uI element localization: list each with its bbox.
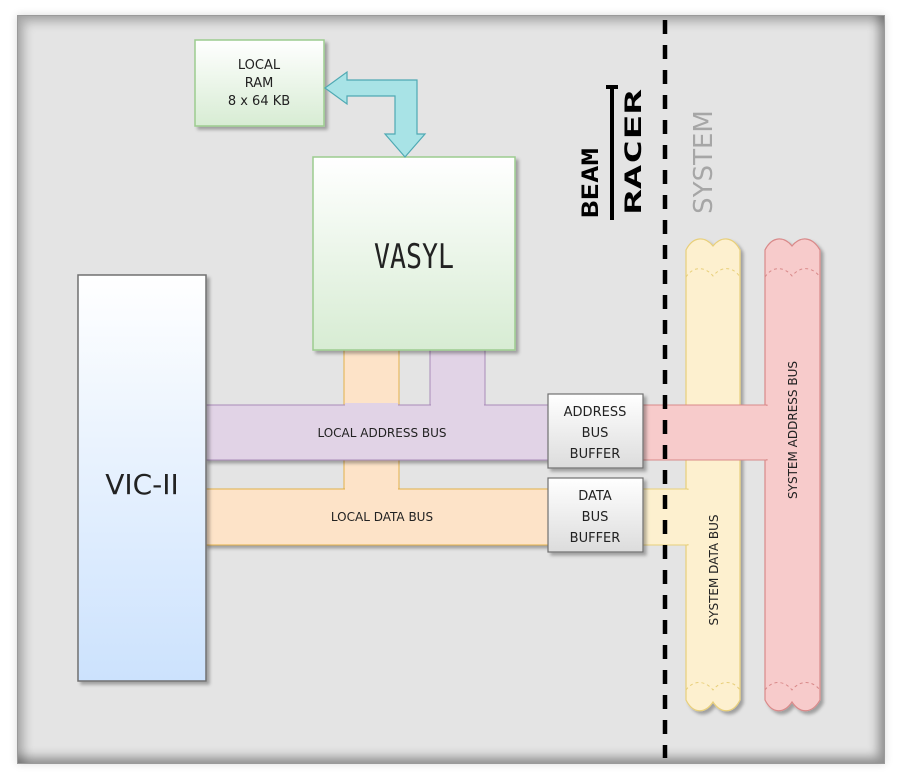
bidirectional-arrow-icon [323,70,427,158]
data-bus-buffer [547,477,644,553]
vasyl-block [312,156,516,351]
system-address-bus-label: SYSTEM ADDRESS BUS [786,361,800,499]
data-buffer-label-2: BUS [582,510,609,525]
vasyl-address-stub [429,344,486,408]
address-bus-connector [639,404,768,461]
address-bus-buffer [547,393,644,469]
local-ram-label-3: 8 x 64 KB [228,94,290,109]
beamracer-logo: BEAM RACER [579,85,647,220]
data-buffer-label-1: DATA [578,489,612,504]
vasyl-label: VASYL [374,237,454,277]
vic-ii-label: VIC-II [105,468,179,501]
address-buffer-label-1: ADDRESS [564,405,627,420]
vic-ii-block [77,274,207,682]
break-mark [685,268,741,278]
break-mark [764,268,821,278]
address-buffer-label-2: BUS [582,426,609,441]
data-buffer-label-3: BUFFER [570,531,621,546]
local-ram-label-2: RAM [245,76,274,91]
system-data-bus-label: SYSTEM DATA BUS [707,514,721,625]
local-address-bus [204,404,551,461]
logo-line-1: BEAM [579,148,604,218]
local-ram-label-1: LOCAL [238,58,281,73]
system-data-bus [685,238,741,712]
logo-line-2: RACER [622,88,647,214]
address-buffer-label-3: BUFFER [570,447,621,462]
local-ram-block [194,39,325,127]
local-address-bus-label: LOCAL ADDRESS BUS [317,426,446,440]
local-data-bus-label: LOCAL DATA BUS [331,510,433,524]
break-mark [764,682,821,691]
system-label: SYSTEM [689,110,719,214]
break-mark [685,682,741,691]
